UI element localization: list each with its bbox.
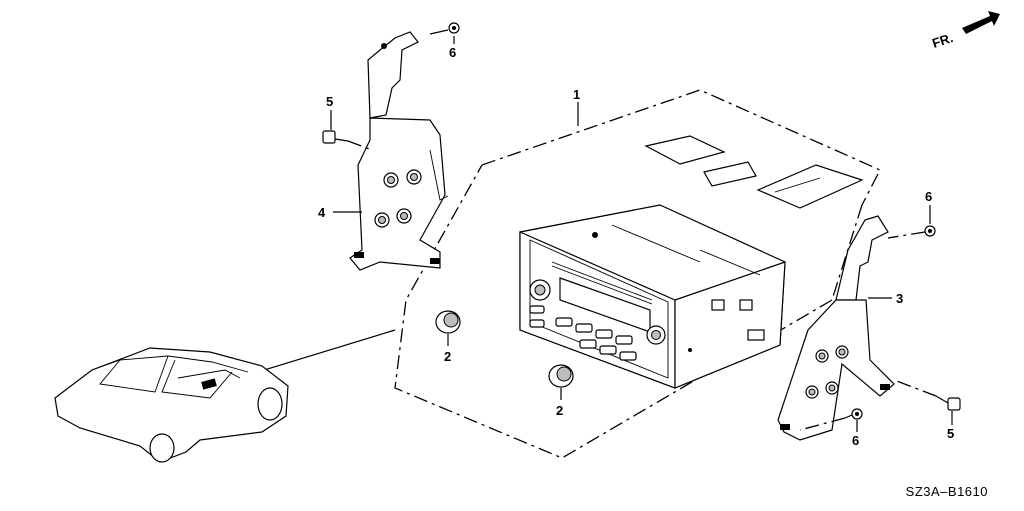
callout-6-bottom: 6 — [852, 433, 859, 448]
front-indicator-label: FR. — [930, 30, 955, 51]
screw-6-right-guide — [887, 231, 926, 239]
callout-6-right: 6 — [925, 189, 932, 204]
front-arrow-icon — [962, 11, 1000, 34]
knob-2-bottom — [548, 364, 574, 388]
left-bracket — [349, 31, 449, 271]
screw-6-bottom-guide — [799, 417, 846, 431]
callout-leaders — [330, 36, 953, 432]
callout-2-left: 2 — [444, 349, 451, 364]
knob-2-left — [435, 310, 461, 334]
bolt-5-right — [935, 395, 961, 411]
audio-unit — [519, 204, 786, 389]
screw-6-right — [924, 225, 936, 237]
diagram-code: SZ3A–B1610 — [905, 484, 988, 499]
screw-6-top-left — [429, 22, 460, 35]
callout-1: 1 — [573, 87, 580, 102]
bolt-5-left — [322, 130, 349, 144]
callout-5-right: 5 — [947, 426, 954, 441]
bolt-5-left-guide — [347, 140, 373, 151]
callout-6-top: 6 — [449, 45, 456, 60]
callout-5-left: 5 — [326, 94, 333, 109]
label-cards — [644, 135, 864, 209]
right-bracket — [777, 215, 895, 441]
screw-6-bottom — [844, 408, 863, 420]
vehicle-icon — [54, 347, 289, 463]
callout-4: 4 — [318, 205, 326, 220]
callout-2-bottom: 2 — [556, 403, 563, 418]
callout-3: 3 — [896, 291, 903, 306]
bolt-5-right-guide — [893, 379, 937, 397]
